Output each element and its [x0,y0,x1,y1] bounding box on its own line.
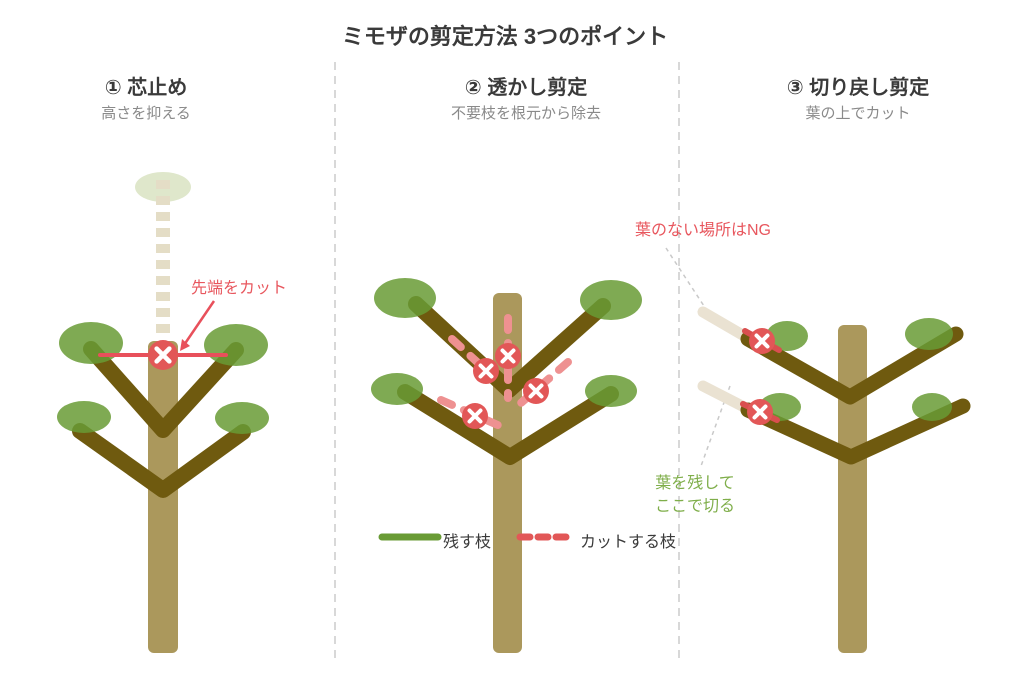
tree-trunk [838,325,867,653]
panel2-tree [371,278,642,653]
ok-annotation: 葉を残して ここで切る [655,472,735,518]
upper-branches [83,341,244,438]
cut-x-icon [521,376,551,406]
cut-x-icon [745,397,775,427]
ok-leader-line [700,385,731,467]
panel3-tree [665,247,971,653]
panel1-heading: ① 芯止め [104,77,188,99]
removed-branch-stub-lower [697,380,752,414]
cut-x-icon [148,340,178,370]
upper-branches [740,326,964,405]
panel2-heading: ② 透かし剪定 [464,77,588,99]
annotation-arrowhead-icon [180,339,190,351]
lower-branches [740,398,971,465]
leaf-clusters [371,278,642,407]
lower-branches [397,384,619,465]
ok-annotation-line1: 葉を残して [655,475,735,492]
page-title: ミモザの剪定方法 3つのポイント [341,24,669,49]
panel1-tree [57,172,269,653]
ng-leader-line [665,247,705,307]
cut-x-icon [493,341,523,371]
cut-x-icon [460,401,490,431]
ng-annotation: 葉のない場所はNG [634,222,772,239]
leaf-clusters [759,318,953,421]
panel2-subtitle: 不要枝を根元から除去 [450,105,602,122]
legend-cut-label: カットする枝 [580,534,677,551]
panel3-heading: ③ 切り戻し剪定 [786,77,930,99]
legend-keep-label: 残す枝 [443,534,492,551]
removed-branch-stub-upper [697,306,752,343]
ok-annotation-line2: ここで切る [654,498,736,515]
annotation-arrow [182,300,216,346]
lower-branches [72,423,251,498]
tip-cut-annotation: 先端をカット [190,280,288,297]
cut-x-icon [471,356,501,386]
panel3-subtitle: 葉の上でカット [805,105,911,122]
panel1-subtitle: 高さを抑える [101,105,191,122]
cut-x-icon [747,326,777,356]
